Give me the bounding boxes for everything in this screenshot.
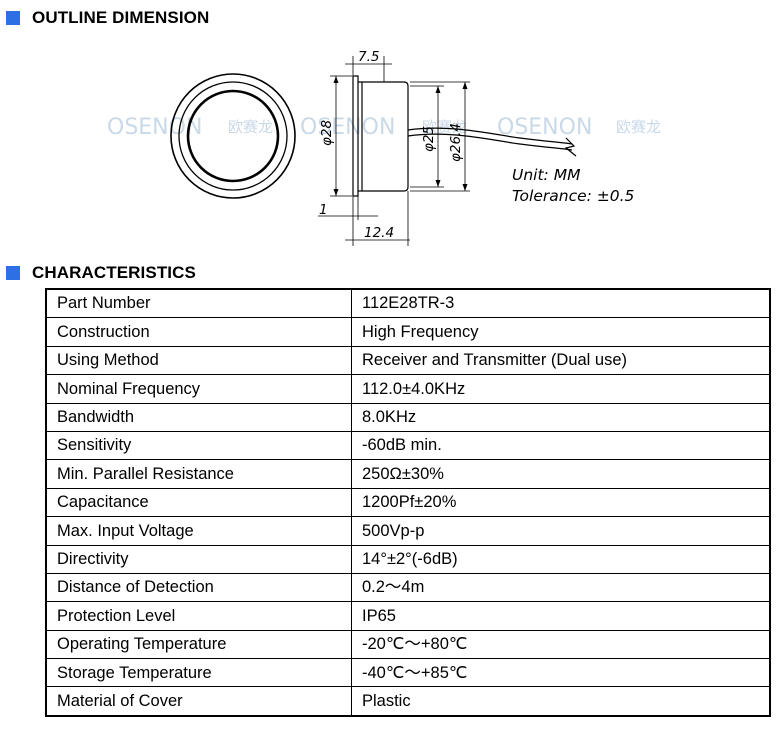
dimension-arrows [333,76,468,196]
spec-value: Receiver and Transmitter (Dual use) [351,345,771,376]
spec-value: -60dB min. [351,430,771,461]
spec-key: Max. Input Voltage [45,516,352,546]
spec-key: Storage Temperature [45,658,352,688]
cable [407,133,573,151]
watermark-text: OSENON [107,115,202,140]
section-marker-icon [6,266,20,280]
spec-value: 1200Pf±20% [351,487,771,518]
spec-value: 112E28TR-3 [351,288,771,319]
outer-ring [170,73,296,199]
cable [407,127,573,145]
spec-key: Distance of Detection [45,572,352,603]
dim-7-5: 7.5 [358,49,379,65]
inner-ring [186,89,280,183]
spec-value: 112.0±4.0KHz [351,374,771,404]
table-row: Sensitivity-60dB min. [45,430,771,461]
watermark-text: OSENON [300,115,395,140]
watermark-text-cn: 欧赛龙 [616,118,661,136]
spec-key: Nominal Frequency [45,374,352,404]
watermark-text-cn: 欧赛龙 [422,118,467,136]
dim-12-4: 12.4 [364,225,394,241]
spec-key: Using Method [45,345,352,376]
spec-value: -40℃～+85℃ [351,658,771,688]
outline-dimension-heading: OUTLINE DIMENSION [6,8,209,28]
flange [352,75,359,197]
section-marker-icon [6,11,20,25]
tolerance-label: Tolerance: ±0.5 [512,187,634,205]
spec-key: Bandwidth [45,402,352,432]
spec-value: Plastic [351,686,771,717]
spec-key: Construction [45,317,352,347]
watermark-text-cn: 欧赛龙 [228,118,273,136]
table-row: Operating Temperature-20℃～+80℃ [45,629,771,660]
spec-key: Min. Parallel Resistance [45,459,352,489]
spec-value: 8.0KHz [351,402,771,432]
spec-value: 14°±2°(-6dB) [351,544,771,574]
side-view [352,75,577,197]
watermark-text: OSENON [497,115,592,140]
spec-key: Sensitivity [45,430,352,461]
characteristics-heading: CHARACTERISTICS [6,263,196,283]
spec-key: Directivity [45,544,352,574]
spec-value: 250Ω±30% [351,459,771,489]
spec-key: Material of Cover [45,686,352,717]
dimension-lines [318,56,470,246]
characteristics-title: CHARACTERISTICS [32,263,196,282]
dim-diameter-25: φ25 [421,126,437,152]
dimension-labels: 7.5 φ28 φ25 φ26.4 1 12.4 Unit: MM Tolera… [319,49,634,241]
front-view [170,73,296,199]
spec-value: 0.2～4m [351,572,771,603]
spec-key: Part Number [45,288,352,319]
middle-ring [178,81,288,191]
watermark: OSENON 欧赛龙 OSENON 欧赛龙 OSENON 欧赛龙 [107,115,661,140]
dim-diameter-26-4: φ26.4 [448,123,464,162]
housing-body [358,81,409,192]
spec-value: High Frequency [351,317,771,347]
table-row: Storage Temperature-40℃～+85℃ [45,658,771,688]
spec-value: 500Vp-p [351,516,771,546]
outline-dimension-title: OUTLINE DIMENSION [32,8,210,27]
spec-key: Protection Level [45,601,352,631]
unit-label: Unit: MM [512,166,580,184]
spec-value: IP65 [351,601,771,631]
dim-diameter-28: φ28 [319,120,335,146]
outline-dimension-drawing: OSENON 欧赛龙 OSENON 欧赛龙 OSENON 欧赛龙 [107,49,661,246]
cable-break-mark [564,137,577,157]
spec-value: -20℃～+80℃ [351,629,771,660]
spec-key: Capacitance [45,487,352,518]
dim-1: 1 [319,202,328,218]
spec-key: Operating Temperature [45,629,352,660]
